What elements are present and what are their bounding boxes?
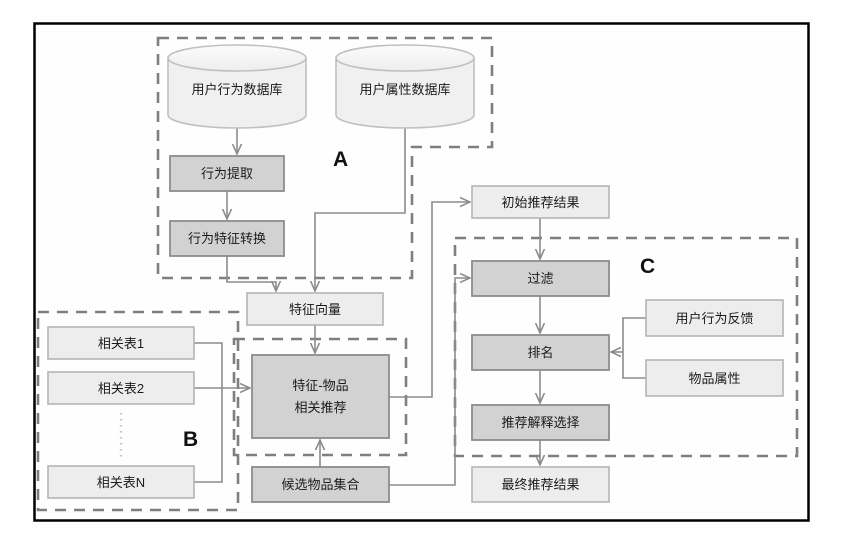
edge-reltablen-bus [194, 388, 223, 483]
group-label-b: B [183, 428, 199, 451]
group-center-boundary [232, 337, 408, 457]
node-final-rec-result[interactable] [471, 466, 610, 503]
edge-itemattr-bus [622, 352, 646, 379]
node-item-attribute[interactable] [645, 359, 784, 397]
group-label-a: A [333, 148, 349, 171]
edge-reltable1-bus [194, 342, 223, 388]
node-initial-rec-result[interactable] [471, 185, 610, 219]
node-user-behavior-db[interactable] [167, 44, 307, 129]
node-feature-vector[interactable] [246, 292, 384, 326]
node-feature-item-rec[interactable] [251, 354, 390, 439]
node-user-attribute-db[interactable] [335, 44, 475, 129]
group-a-boundary [156, 36, 494, 280]
node-relation-table-2[interactable] [47, 371, 195, 405]
edge-conv-to-featurevector [226, 256, 276, 291]
group-label-c: C [640, 255, 656, 278]
node-user-behavior-feedback[interactable] [645, 299, 784, 337]
node-ranking[interactable] [471, 334, 610, 371]
group-b-boundary [36, 310, 240, 512]
node-behavior-feature-conv[interactable] [169, 220, 285, 257]
edge-rec-to-initial [389, 202, 470, 398]
node-behavior-extraction[interactable] [169, 155, 285, 192]
node-candidate-item-set[interactable] [251, 466, 390, 503]
node-relation-table-1[interactable] [47, 326, 195, 360]
edge-candidates-to-filter [389, 278, 470, 486]
node-filter[interactable] [471, 260, 610, 297]
edge-uadb-to-featurevector [315, 128, 406, 291]
node-rec-explain-select[interactable] [471, 404, 610, 441]
edge-feedback-bus [622, 317, 646, 352]
node-relation-table-n[interactable] [47, 465, 195, 499]
